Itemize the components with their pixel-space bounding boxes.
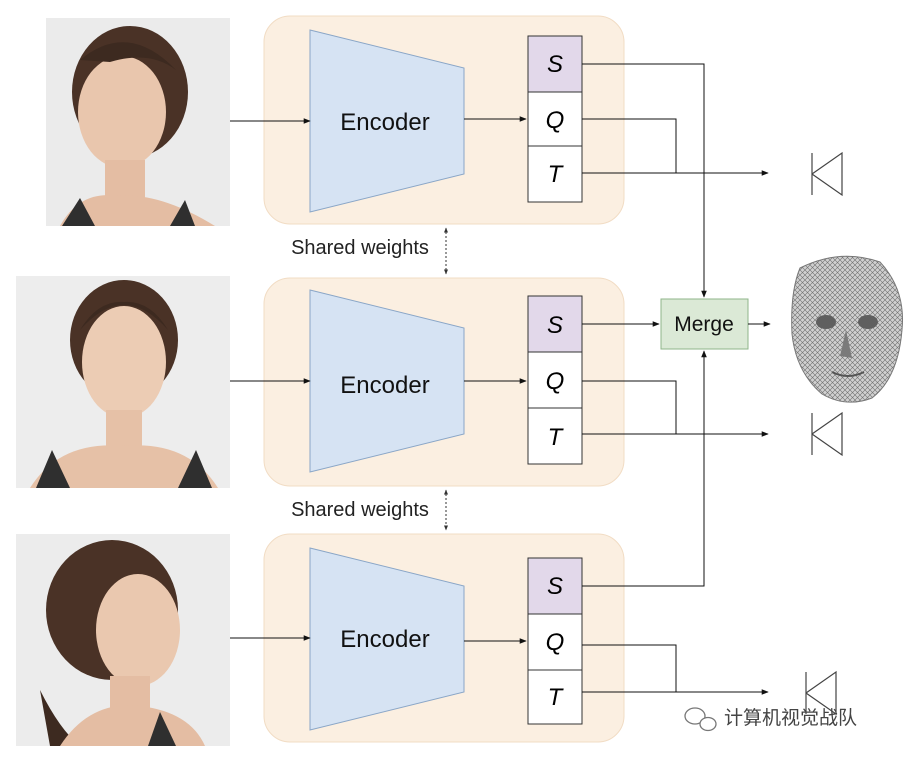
output-s: S [547, 573, 563, 600]
encoder-label: Encoder [340, 372, 429, 399]
q-connector-2 [582, 380, 677, 434]
camera-icon [805, 670, 837, 716]
watermark-text: 计算机视觉战队 [724, 707, 857, 729]
output-q: Q [546, 629, 565, 656]
face-photo-3 [16, 534, 230, 746]
output-t: T [548, 424, 565, 451]
face-photo-2 [16, 276, 230, 488]
shared-weights-label-1: Shared weights [291, 237, 429, 259]
output-stack-1: S Q T [527, 35, 583, 203]
encoder-2: Encoder [309, 289, 465, 473]
shared-weights-label-2: Shared weights [291, 499, 429, 521]
output-stack-3: S Q T [527, 557, 583, 725]
encoder-3: Encoder [309, 547, 465, 731]
merge-box: Merge [660, 298, 749, 350]
camera-icon [811, 411, 843, 457]
s-connector-1 [582, 63, 707, 298]
output-t: T [548, 684, 565, 711]
output-q: Q [546, 107, 565, 134]
q-connector-1 [582, 118, 677, 173]
encoder-1: Encoder [309, 29, 465, 213]
output-q: Q [546, 368, 565, 395]
face-mesh-image [791, 255, 904, 403]
output-t: T [548, 161, 565, 188]
q-connector-3 [582, 644, 677, 692]
encoder-label: Encoder [340, 109, 429, 136]
watermark: 计算机视觉战队 [684, 707, 857, 732]
output-stack-2: S Q T [527, 295, 583, 465]
output-s: S [547, 51, 563, 78]
s-connector-3 [582, 350, 707, 587]
output-s: S [547, 312, 563, 339]
merge-label: Merge [674, 313, 734, 336]
encoder-label: Encoder [340, 626, 429, 653]
camera-icon [811, 151, 843, 197]
wechat-icon [684, 707, 717, 732]
face-photo-1 [46, 18, 230, 226]
